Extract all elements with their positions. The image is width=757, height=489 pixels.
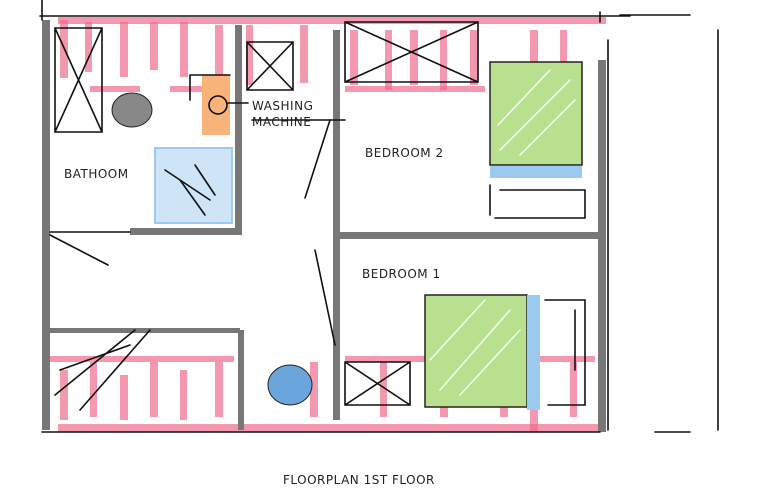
washing-machine xyxy=(202,75,230,135)
washing-machine-drum xyxy=(208,95,228,115)
shower xyxy=(154,147,233,224)
wardrobe-crosses xyxy=(54,21,479,406)
washing-machine-label-2: MACHINE xyxy=(252,115,311,129)
sink xyxy=(267,364,313,406)
washing-machine-label-1: WASHING xyxy=(252,99,313,113)
room-label-bedroom-2: BEDROOM 2 xyxy=(365,146,444,160)
room-label-bedroom-1: BEDROOM 1 xyxy=(362,267,441,281)
sketch-lines xyxy=(39,0,719,433)
toilet xyxy=(111,92,153,128)
room-label-bathroom: BATHOOM xyxy=(64,167,129,181)
bed-bedroom-1 xyxy=(424,294,586,410)
floorplan-title: FLOORPLAN 1ST FLOOR xyxy=(283,473,435,487)
walls xyxy=(42,20,606,432)
shower-drain-lines xyxy=(164,164,216,216)
top-pink-band xyxy=(58,17,606,92)
bed-bedroom-2 xyxy=(489,61,586,219)
